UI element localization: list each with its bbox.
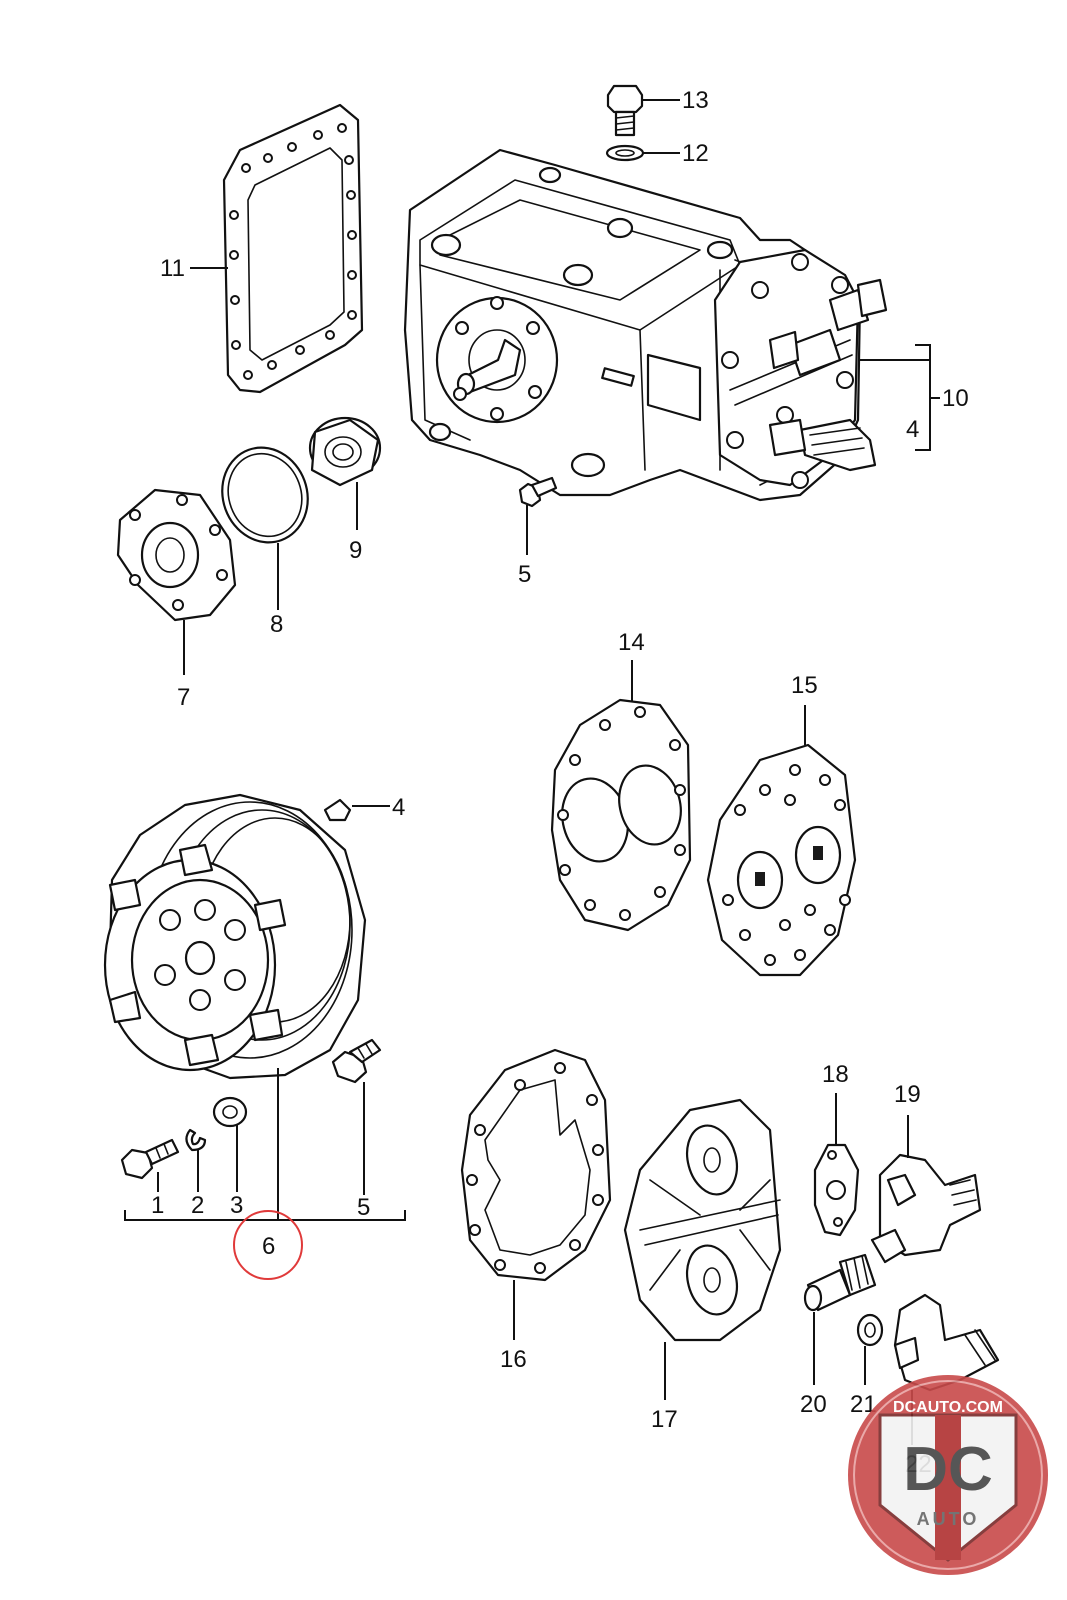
part-2-clip (185, 1128, 207, 1152)
label-6: 6 (262, 1233, 275, 1260)
label-4-bottom: 4 (392, 794, 405, 821)
part-6-clutch (103, 793, 367, 1080)
part-5-bolt-bottom (331, 1038, 382, 1084)
label-17: 17 (651, 1406, 678, 1433)
compressor-body (403, 148, 888, 502)
part-15-valve-plate (706, 743, 857, 977)
label-4-top: 4 (906, 416, 919, 443)
part-19-fitting (870, 1153, 982, 1264)
label-11: 11 (160, 255, 185, 282)
label-18: 18 (822, 1061, 849, 1088)
part-8-o-ring (221, 446, 309, 544)
bracket-group-6 (124, 1210, 406, 1221)
part-9-seal (308, 416, 382, 487)
part-18-gasket (813, 1143, 860, 1237)
label-15: 15 (791, 672, 818, 699)
label-20: 20 (800, 1391, 827, 1418)
watermark-site: DCAUTO.COM (893, 1399, 1003, 1416)
part-14-gasket (550, 698, 692, 932)
part-22-fitting (893, 1293, 1000, 1392)
part-17-head (623, 1098, 782, 1342)
label-7: 7 (177, 684, 190, 711)
part-4-key (323, 798, 352, 822)
part-1-bolt (120, 1138, 180, 1180)
part-21-washer (856, 1313, 884, 1347)
label-19: 19 (894, 1081, 921, 1108)
label-12: 12 (682, 140, 709, 167)
label-5-top: 5 (518, 561, 531, 588)
part-11-gasket (222, 103, 364, 394)
label-14: 14 (618, 629, 645, 656)
label-10: 10 (942, 385, 969, 412)
highlight-circle-6 (233, 1210, 303, 1280)
watermark-sub: AUTO (917, 1509, 980, 1529)
part-3-washer (212, 1096, 248, 1128)
label-3: 3 (230, 1192, 243, 1219)
label-2: 2 (191, 1192, 204, 1219)
label-1: 1 (151, 1192, 164, 1219)
part-7-flange-plate (116, 488, 237, 622)
part-12-washer (605, 144, 645, 162)
part-5-bolt-top (518, 476, 558, 508)
label-13: 13 (682, 87, 709, 114)
label-16: 16 (500, 1346, 527, 1373)
part-13-bolt (606, 84, 644, 137)
bracket-10-4 (858, 344, 940, 451)
dcauto-watermark: DCAUTO.COM DC AUTO (848, 1375, 1048, 1575)
part-20-valve (803, 1253, 877, 1312)
watermark-mark: DC (903, 1435, 993, 1504)
part-16-gasket (460, 1048, 612, 1282)
label-8: 8 (270, 611, 283, 638)
label-5-bottom: 5 (357, 1194, 370, 1221)
label-9: 9 (349, 537, 362, 564)
